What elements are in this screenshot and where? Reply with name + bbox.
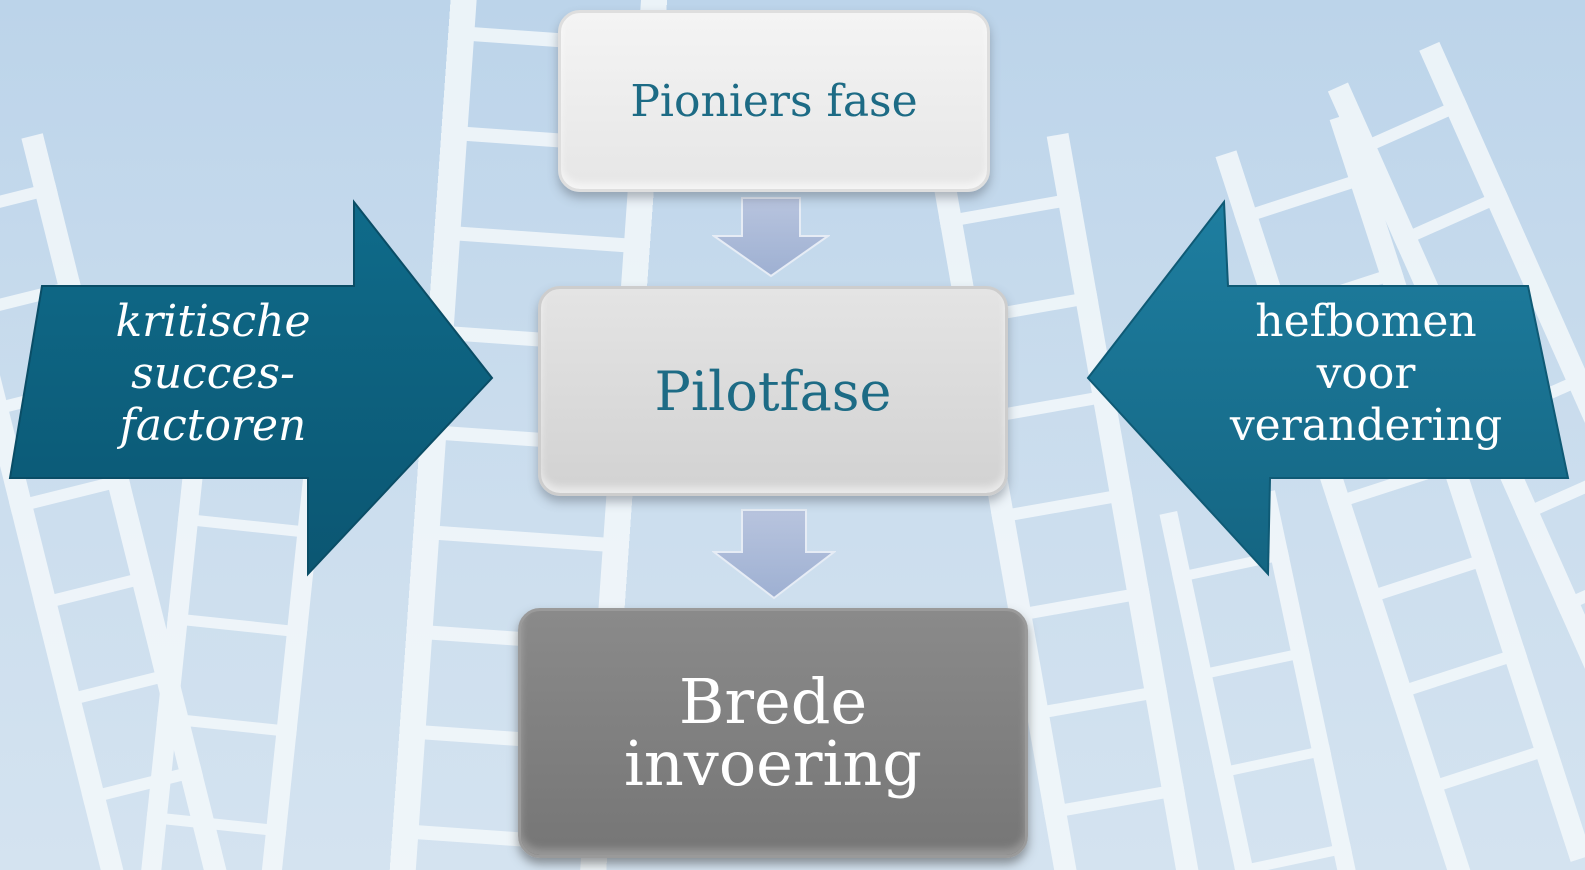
phase-label: Brede invoering	[624, 665, 922, 800]
down-arrow-2	[712, 509, 836, 600]
phase-label: Pilotfase	[654, 359, 892, 423]
phase-box-brede-invoering: Brede invoering	[518, 608, 1028, 858]
phase-label: Pioniers fase	[630, 75, 918, 127]
left-arrow-label: kritische succes- factoren	[115, 296, 311, 451]
right-arrow-shape	[1086, 199, 1570, 577]
down-arrow-1	[712, 197, 830, 278]
phase-box-pilot: Pilotfase	[538, 286, 1008, 496]
right-arrow-label: hefbomen voor verandering	[1229, 296, 1503, 451]
left-arrow-shape	[8, 199, 494, 577]
phase-box-pioniers: Pioniers fase	[558, 10, 990, 192]
